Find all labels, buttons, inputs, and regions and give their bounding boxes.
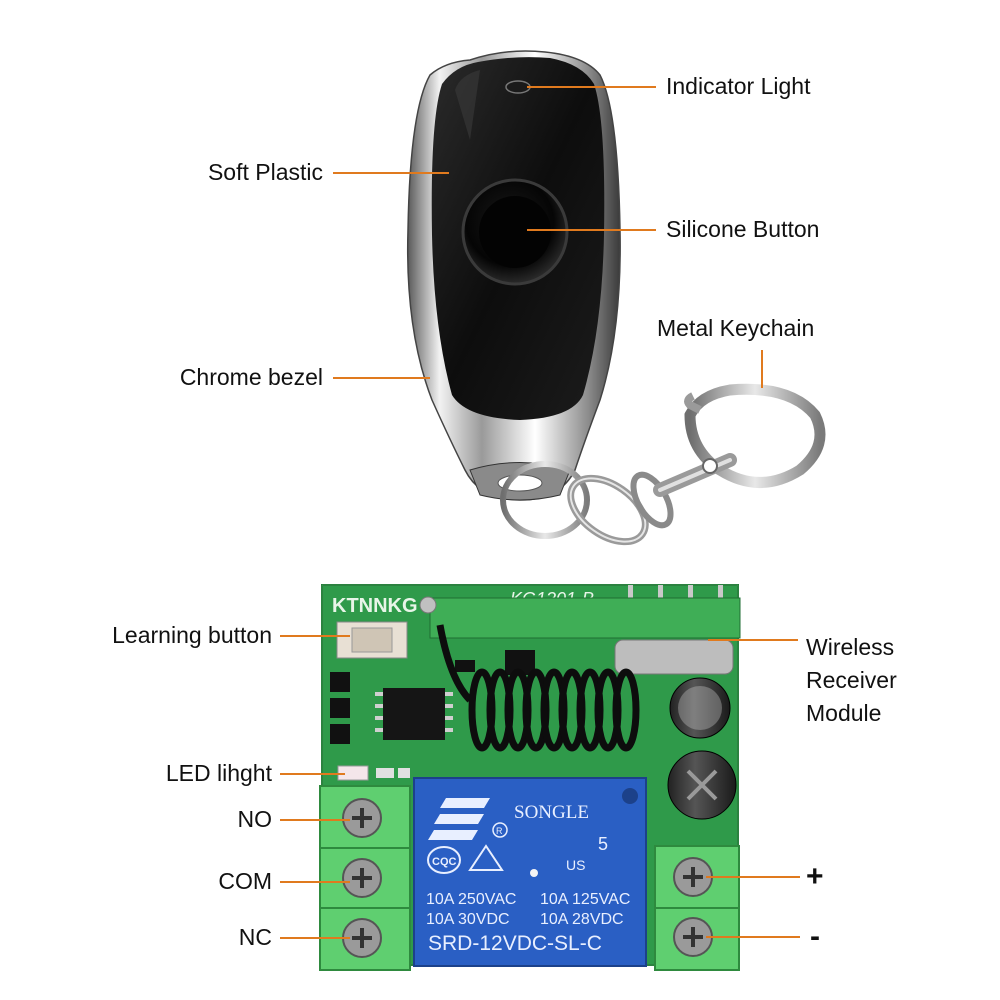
callout-wireless-line2: Receiver <box>806 667 897 693</box>
svg-text:R: R <box>496 826 503 836</box>
antenna-coil <box>436 624 640 752</box>
callout-metal-keychain: Metal Keychain <box>657 315 815 341</box>
relay-number: 5 <box>598 834 608 854</box>
output-terminal-block <box>319 785 411 971</box>
relay-rating-2r: 10A 28VDC <box>540 911 624 928</box>
relay-rating-2l: 10A 30VDC <box>426 911 510 928</box>
callout-plus: + <box>806 860 824 893</box>
indicator-light <box>505 80 531 94</box>
receiver-leader-lines <box>280 635 800 939</box>
split-ring <box>500 461 590 539</box>
callout-wireless-line3: Module <box>806 700 882 726</box>
pcb-brand: KTNNKG <box>332 595 418 617</box>
receiver-board: KTNNKG KG1301-B <box>319 584 741 971</box>
terminal-screw-no <box>342 798 382 838</box>
callout-chrome-bezel: Chrome bezel <box>179 364 323 390</box>
relay-rating-1r: 10A 125VAC <box>540 891 630 908</box>
callout-wireless-line1: Wireless <box>806 634 895 660</box>
remote-leader-lines <box>333 86 763 388</box>
relay-us: US <box>566 857 585 873</box>
relay-cqc: CQC <box>432 856 457 868</box>
callout-com: COM <box>218 868 272 894</box>
relay-rating-1l: 10A 250VAC <box>426 891 516 908</box>
callout-silicone-button: Silicone Button <box>666 216 820 242</box>
wireless-receiver-module <box>429 597 741 639</box>
capacitor <box>669 677 731 739</box>
callout-led-light: LED lihght <box>165 760 272 786</box>
power-terminal-block <box>654 845 740 971</box>
remote-control <box>406 50 826 546</box>
callout-nc: NC <box>238 924 272 950</box>
callout-learning-button: Learning button <box>112 622 272 648</box>
callout-indicator-light: Indicator Light <box>666 73 811 99</box>
terminal-screw-com <box>342 858 382 898</box>
callout-minus: - <box>810 920 820 953</box>
callout-soft-plastic: Soft Plastic <box>207 159 323 185</box>
metal-keychain <box>567 383 826 546</box>
songle-logo <box>428 798 490 840</box>
relay-part-number: SRD-12VDC-SL-C <box>428 932 602 955</box>
relay-brand: SONGLE <box>514 802 589 823</box>
callout-no: NO <box>237 806 273 832</box>
